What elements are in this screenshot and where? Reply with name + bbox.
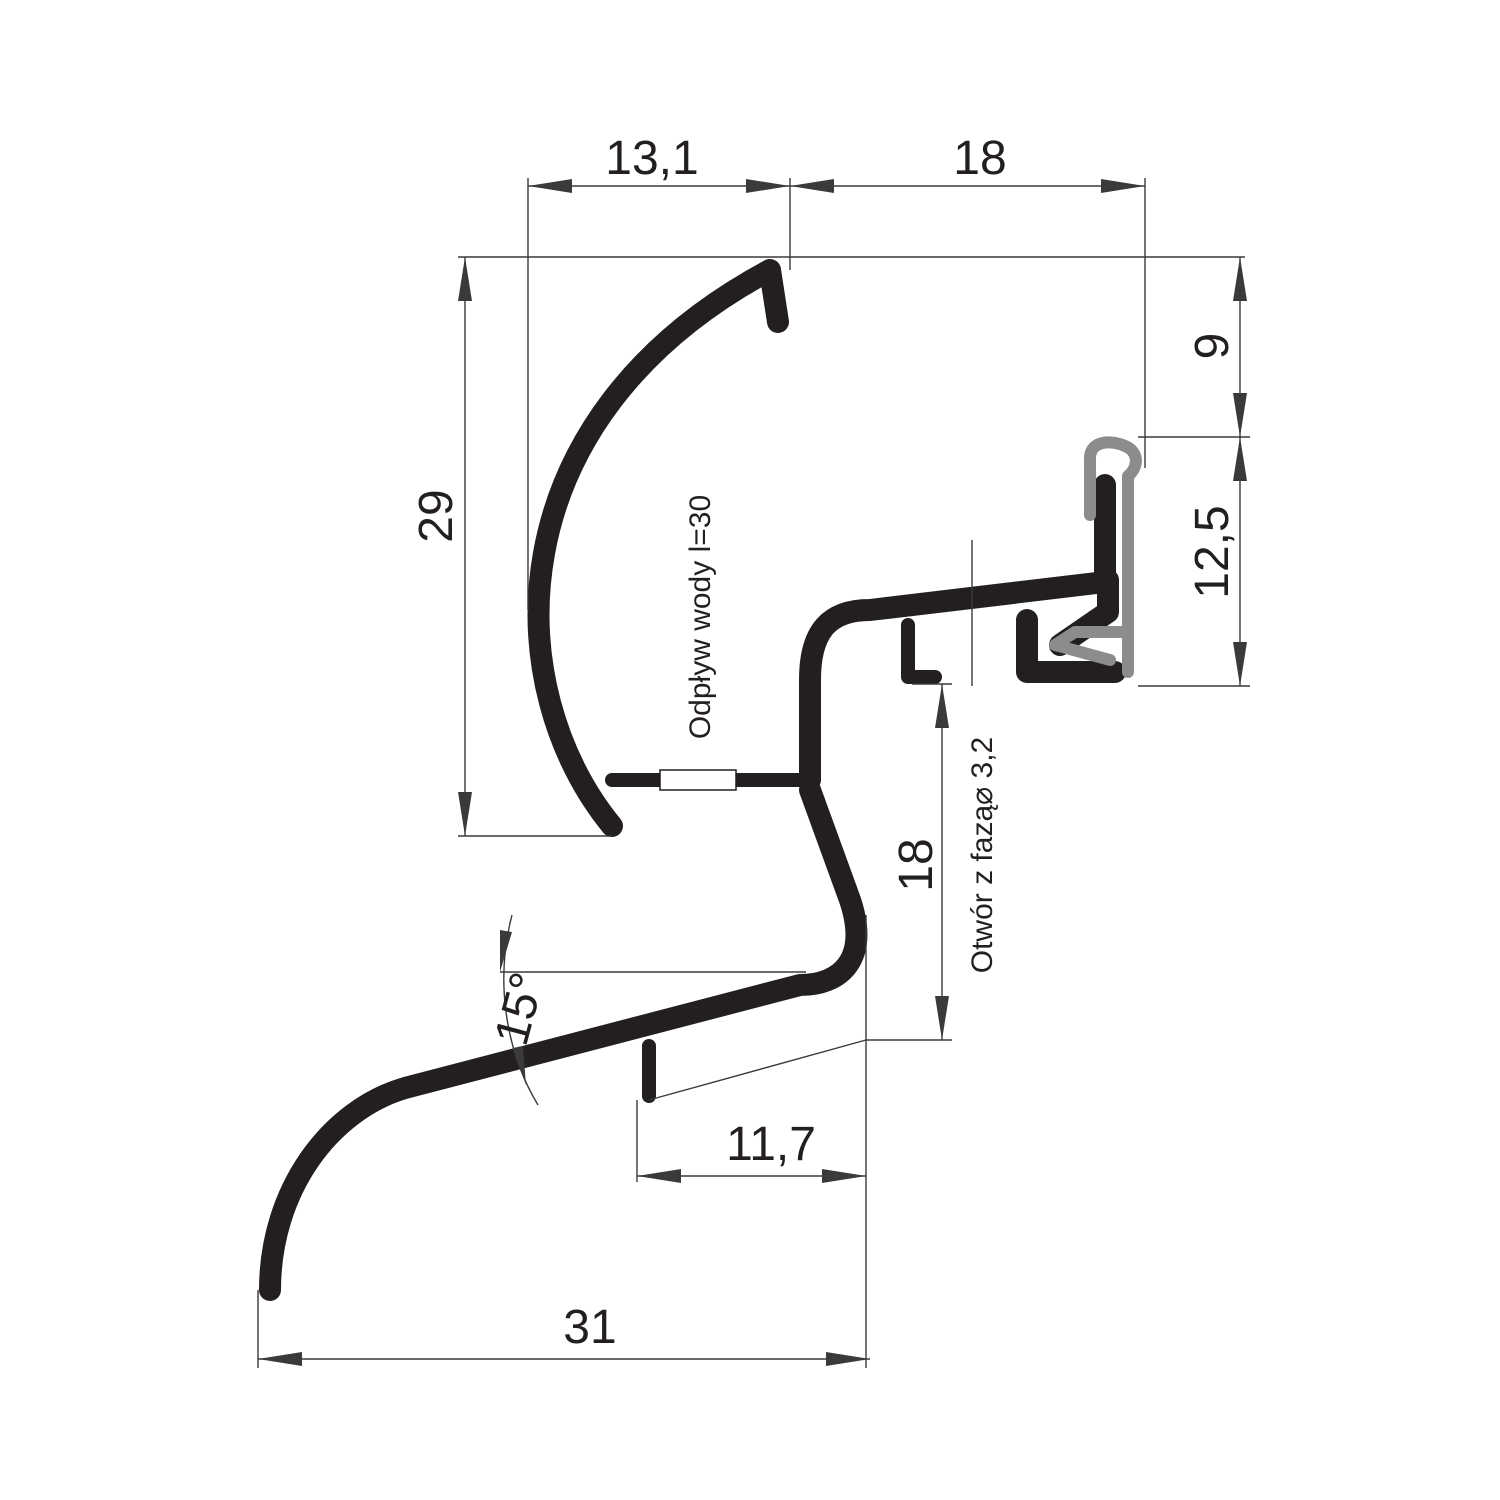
dim-height-center: 18	[890, 838, 943, 891]
notes: Odpływ wody l=30 Otwór z fazą⌀ 3,2	[684, 495, 999, 973]
aluminium-profile	[259, 259, 1126, 1301]
hole-stub	[901, 618, 942, 684]
dim-height-left: 29	[410, 489, 463, 542]
dimension-lines	[257, 178, 1250, 1368]
note-hole: Otwór z fazą⌀ 3,2	[966, 737, 999, 973]
dim-width-total: 31	[563, 1301, 616, 1354]
dim-height-right-upper: 9	[1186, 333, 1239, 360]
gasket-body	[1049, 436, 1142, 678]
dim-angle: 15°	[485, 967, 555, 1051]
lower-chute	[259, 779, 868, 1301]
note-drain: Odpływ wody l=30	[684, 495, 717, 739]
dim-height-right-lower: 12,5	[1186, 505, 1239, 598]
dim-width-stub: 11,7	[726, 1118, 816, 1171]
dim-width-top-left: 13,1	[605, 132, 698, 185]
dim-width-top-right: 18	[953, 132, 1006, 185]
drain-opening	[659, 769, 737, 791]
central-wall	[799, 474, 1116, 791]
upper-arc	[527, 259, 789, 837]
seal-gasket	[1049, 436, 1142, 678]
